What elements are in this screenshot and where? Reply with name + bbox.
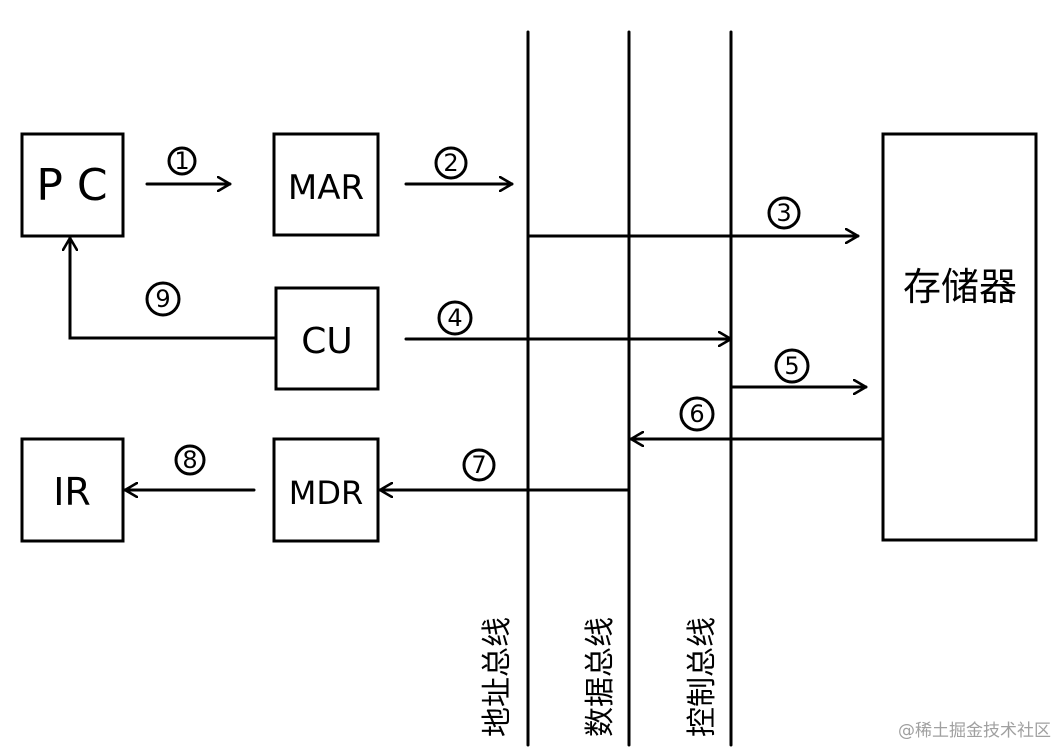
memory-label: 存储器 — [903, 265, 1017, 309]
mar-label: MAR — [288, 168, 364, 208]
pc-label: P C — [36, 160, 107, 211]
step-3-number: 3 — [776, 199, 791, 227]
step-7-circle — [462, 448, 496, 482]
address-bus-label: 地址总线 — [480, 617, 515, 737]
watermark: @稀土掘金技术社区 — [898, 721, 1051, 741]
step-5-circle — [774, 348, 810, 384]
step-7-number: 7 — [471, 451, 486, 479]
mdr-label: MDR — [289, 474, 363, 512]
step-3-circle — [767, 196, 801, 230]
step-6-circle — [679, 396, 715, 432]
step-1-circle — [167, 146, 197, 176]
step-2-circle — [434, 146, 468, 180]
step-9-circle — [145, 281, 181, 317]
step-9-number: 9 — [155, 285, 170, 313]
step-8-circle — [174, 444, 206, 476]
step-6-number: 6 — [689, 400, 704, 428]
pc-box — [20, 132, 125, 238]
step-5-number: 5 — [784, 352, 799, 380]
step-4-number: 4 — [447, 304, 462, 332]
step-8-number: 8 — [182, 446, 197, 474]
mar-box — [272, 132, 380, 237]
memory-box — [881, 132, 1038, 542]
control-bus-label: 控制总线 — [685, 617, 720, 737]
data-bus-label: 数据总线 — [583, 617, 618, 737]
mdr-box — [272, 437, 380, 543]
arrow-9-cu-to-pc — [70, 236, 278, 340]
step-2-number: 2 — [443, 149, 458, 177]
ir-label: IR — [53, 470, 91, 514]
ir-box — [20, 437, 125, 543]
step-4-circle — [437, 300, 473, 336]
step-1-number: 1 — [174, 147, 189, 175]
cu-label: CU — [301, 321, 353, 362]
